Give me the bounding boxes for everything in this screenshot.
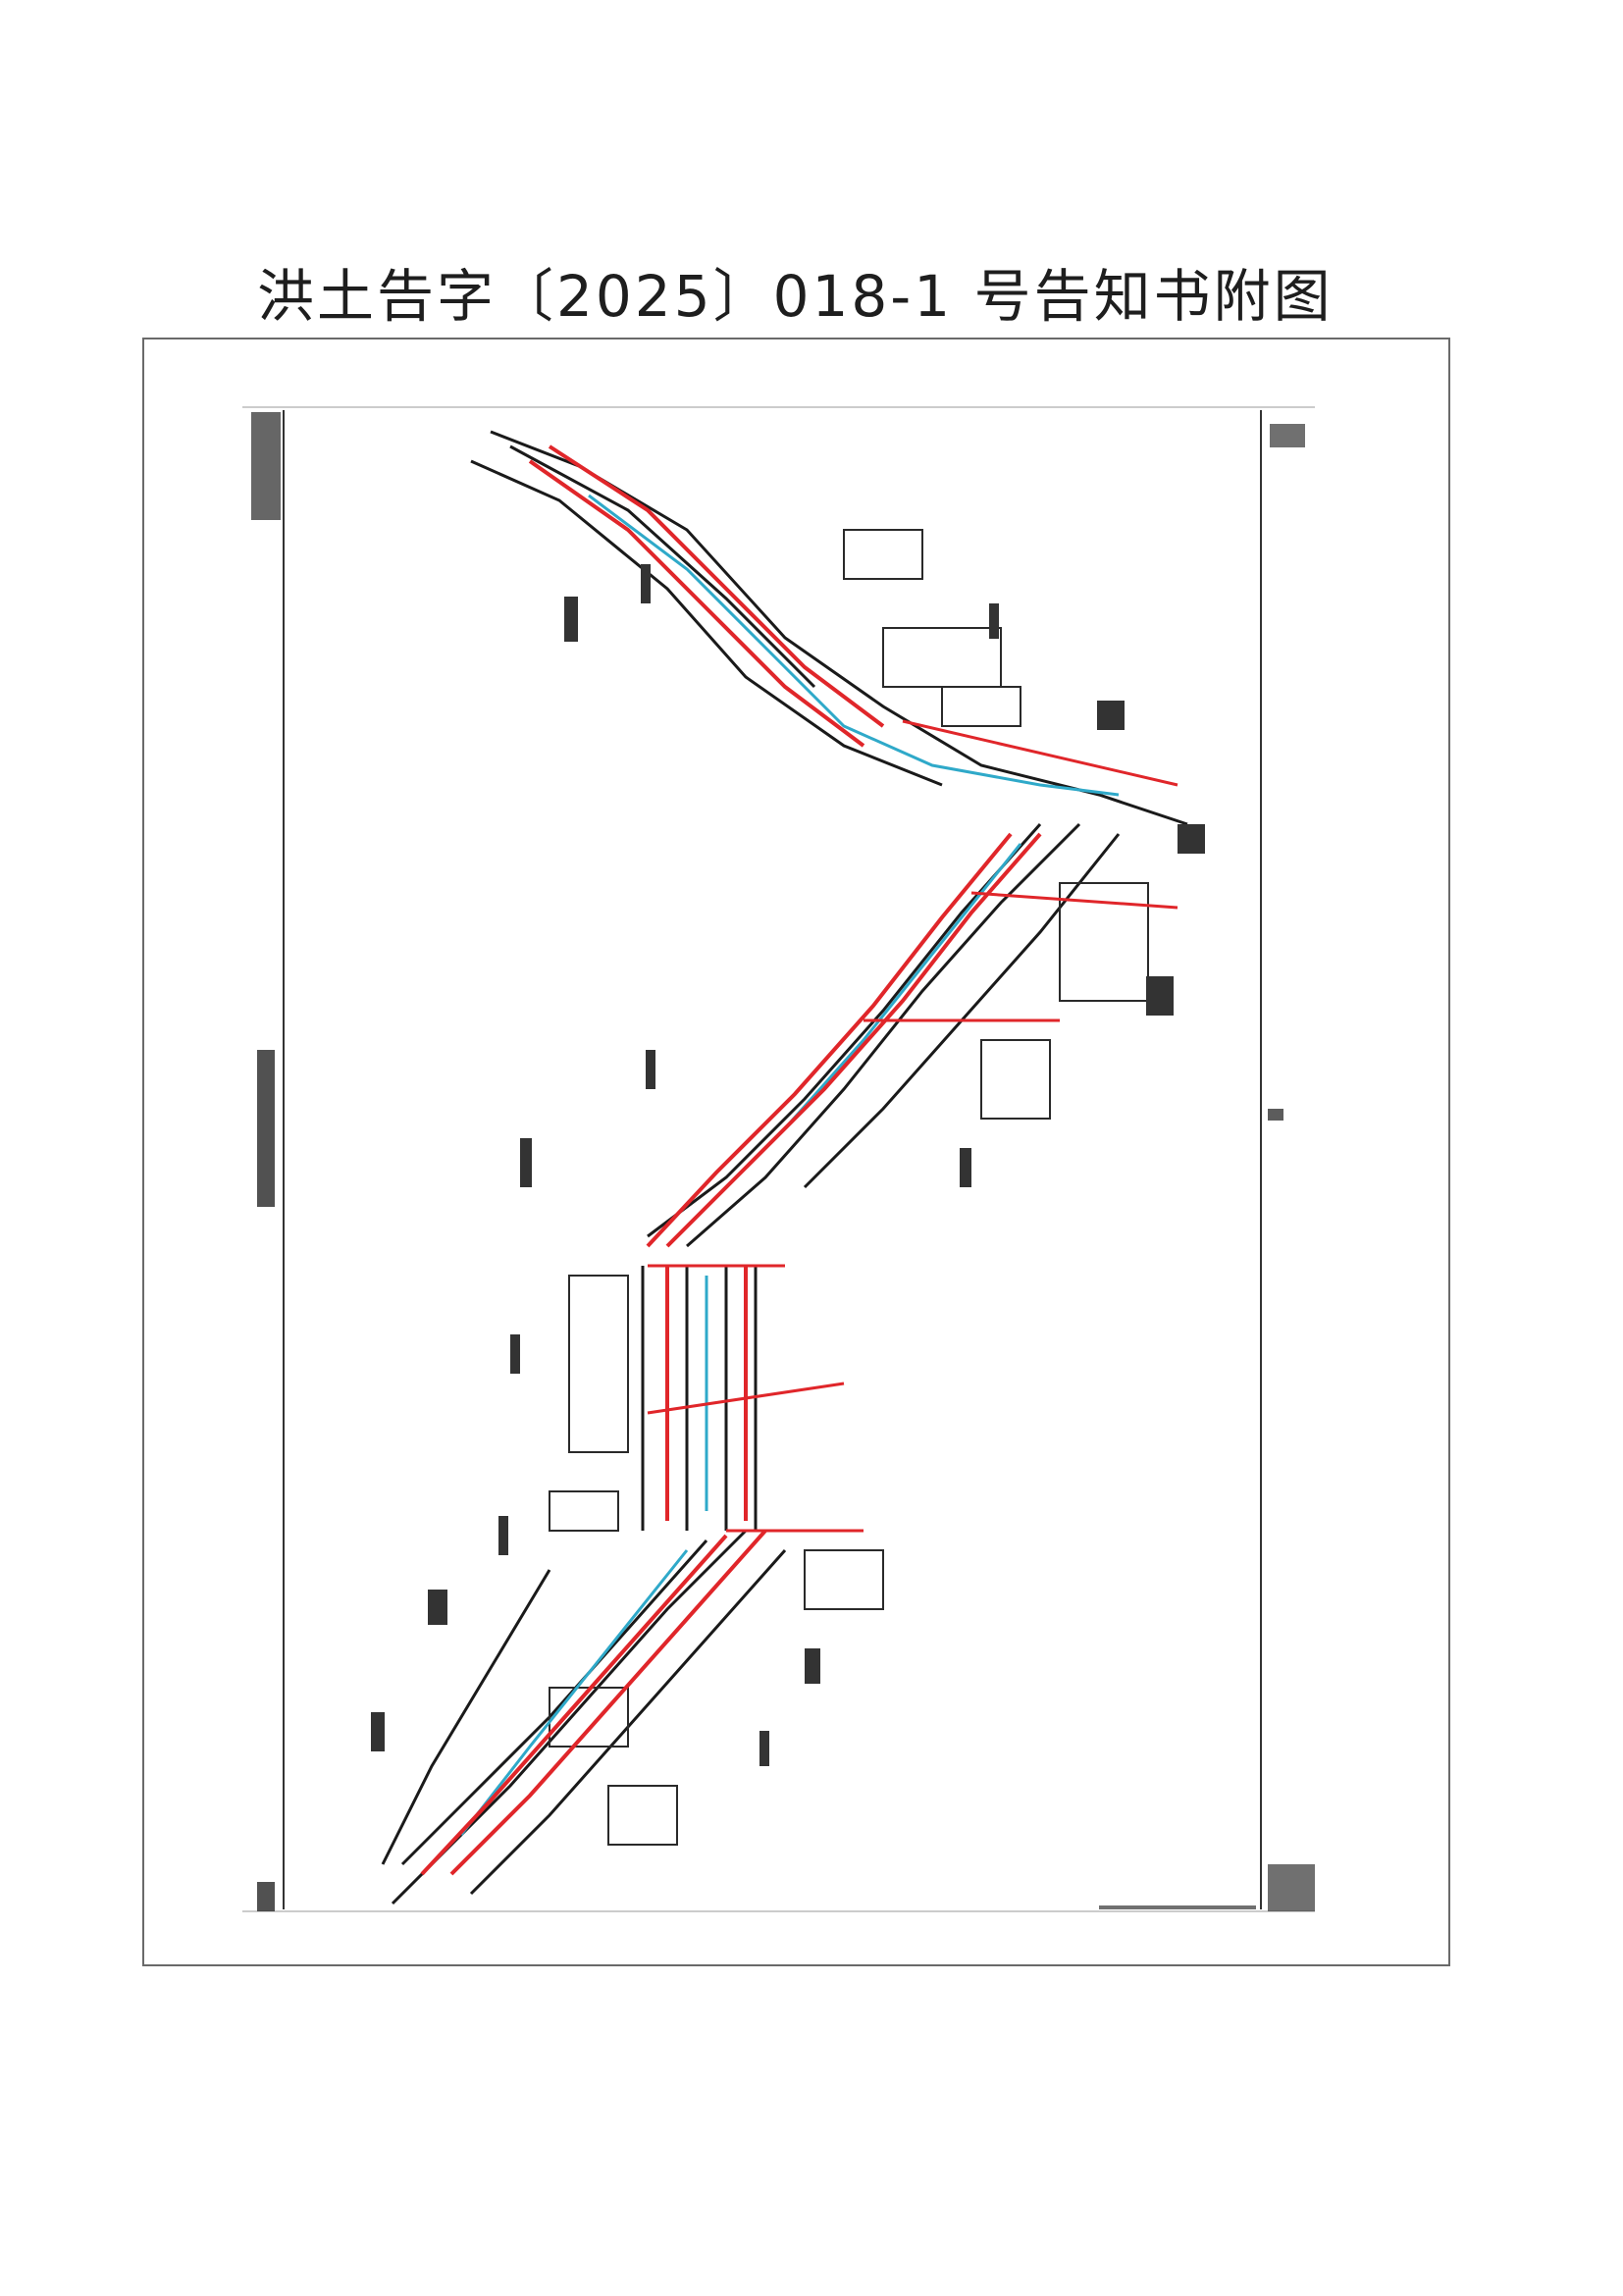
corridor-linework — [381, 430, 1188, 1905]
drawing-sheet-border — [242, 406, 1315, 1912]
title-strip-left — [251, 412, 281, 1911]
map-annotation-blocks — [371, 564, 1205, 1766]
adjacent-parcels — [549, 529, 1149, 1846]
title-strip-right — [1099, 424, 1315, 1911]
attachment-map-frame — [142, 338, 1450, 1966]
project-red-boundary — [420, 444, 1178, 1876]
document-title: 洪土告字〔2025〕018-1 号告知书附图 — [257, 263, 1334, 330]
